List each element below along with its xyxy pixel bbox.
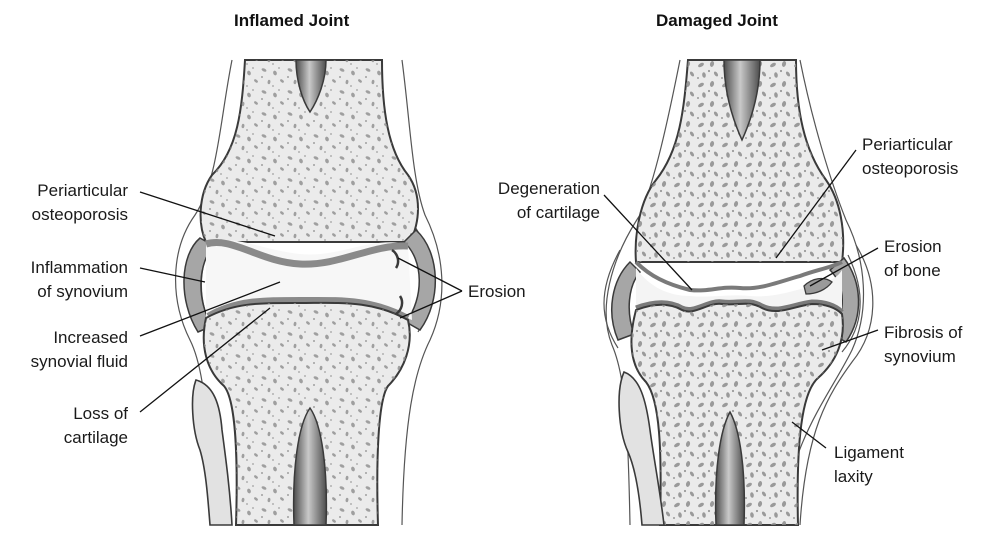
- label-fibrosis-line2: synovium: [884, 347, 956, 366]
- right-title: Damaged Joint: [656, 11, 778, 30]
- fibula: [193, 380, 232, 525]
- label-degeneration-line1: Degeneration: [498, 179, 600, 198]
- left-title: Inflamed Joint: [234, 11, 350, 30]
- label-periarticular-line1: Periarticular: [37, 181, 128, 200]
- label-periarticular-line1: Periarticular: [862, 135, 953, 154]
- label-erosion-bone-line1: Erosion: [884, 237, 942, 256]
- titles: Inflamed Joint Damaged Joint: [234, 11, 778, 30]
- label-ligament-line2: laxity: [834, 467, 873, 486]
- label-periarticular-line2: osteoporosis: [32, 205, 128, 224]
- label-degeneration-line2: of cartilage: [517, 203, 600, 222]
- damaged-joint: [604, 60, 873, 525]
- label-inflammation-line1: Inflammation: [31, 258, 128, 277]
- inflamed-joint: [176, 60, 442, 525]
- label-erosion: Erosion: [468, 282, 526, 301]
- label-increased-fluid-line2: synovial fluid: [31, 352, 128, 371]
- label-fibrosis-line1: Fibrosis of: [884, 323, 963, 342]
- label-inflammation-line2: of synovium: [37, 282, 128, 301]
- label-loss-cartilage-line2: cartilage: [64, 428, 128, 447]
- label-increased-fluid-line1: Increased: [53, 328, 128, 347]
- label-loss-cartilage-line1: Loss of: [73, 404, 128, 423]
- label-ligament-line1: Ligament: [834, 443, 904, 462]
- label-periarticular-line2: osteoporosis: [862, 159, 958, 178]
- label-erosion-bone-line2: of bone: [884, 261, 941, 280]
